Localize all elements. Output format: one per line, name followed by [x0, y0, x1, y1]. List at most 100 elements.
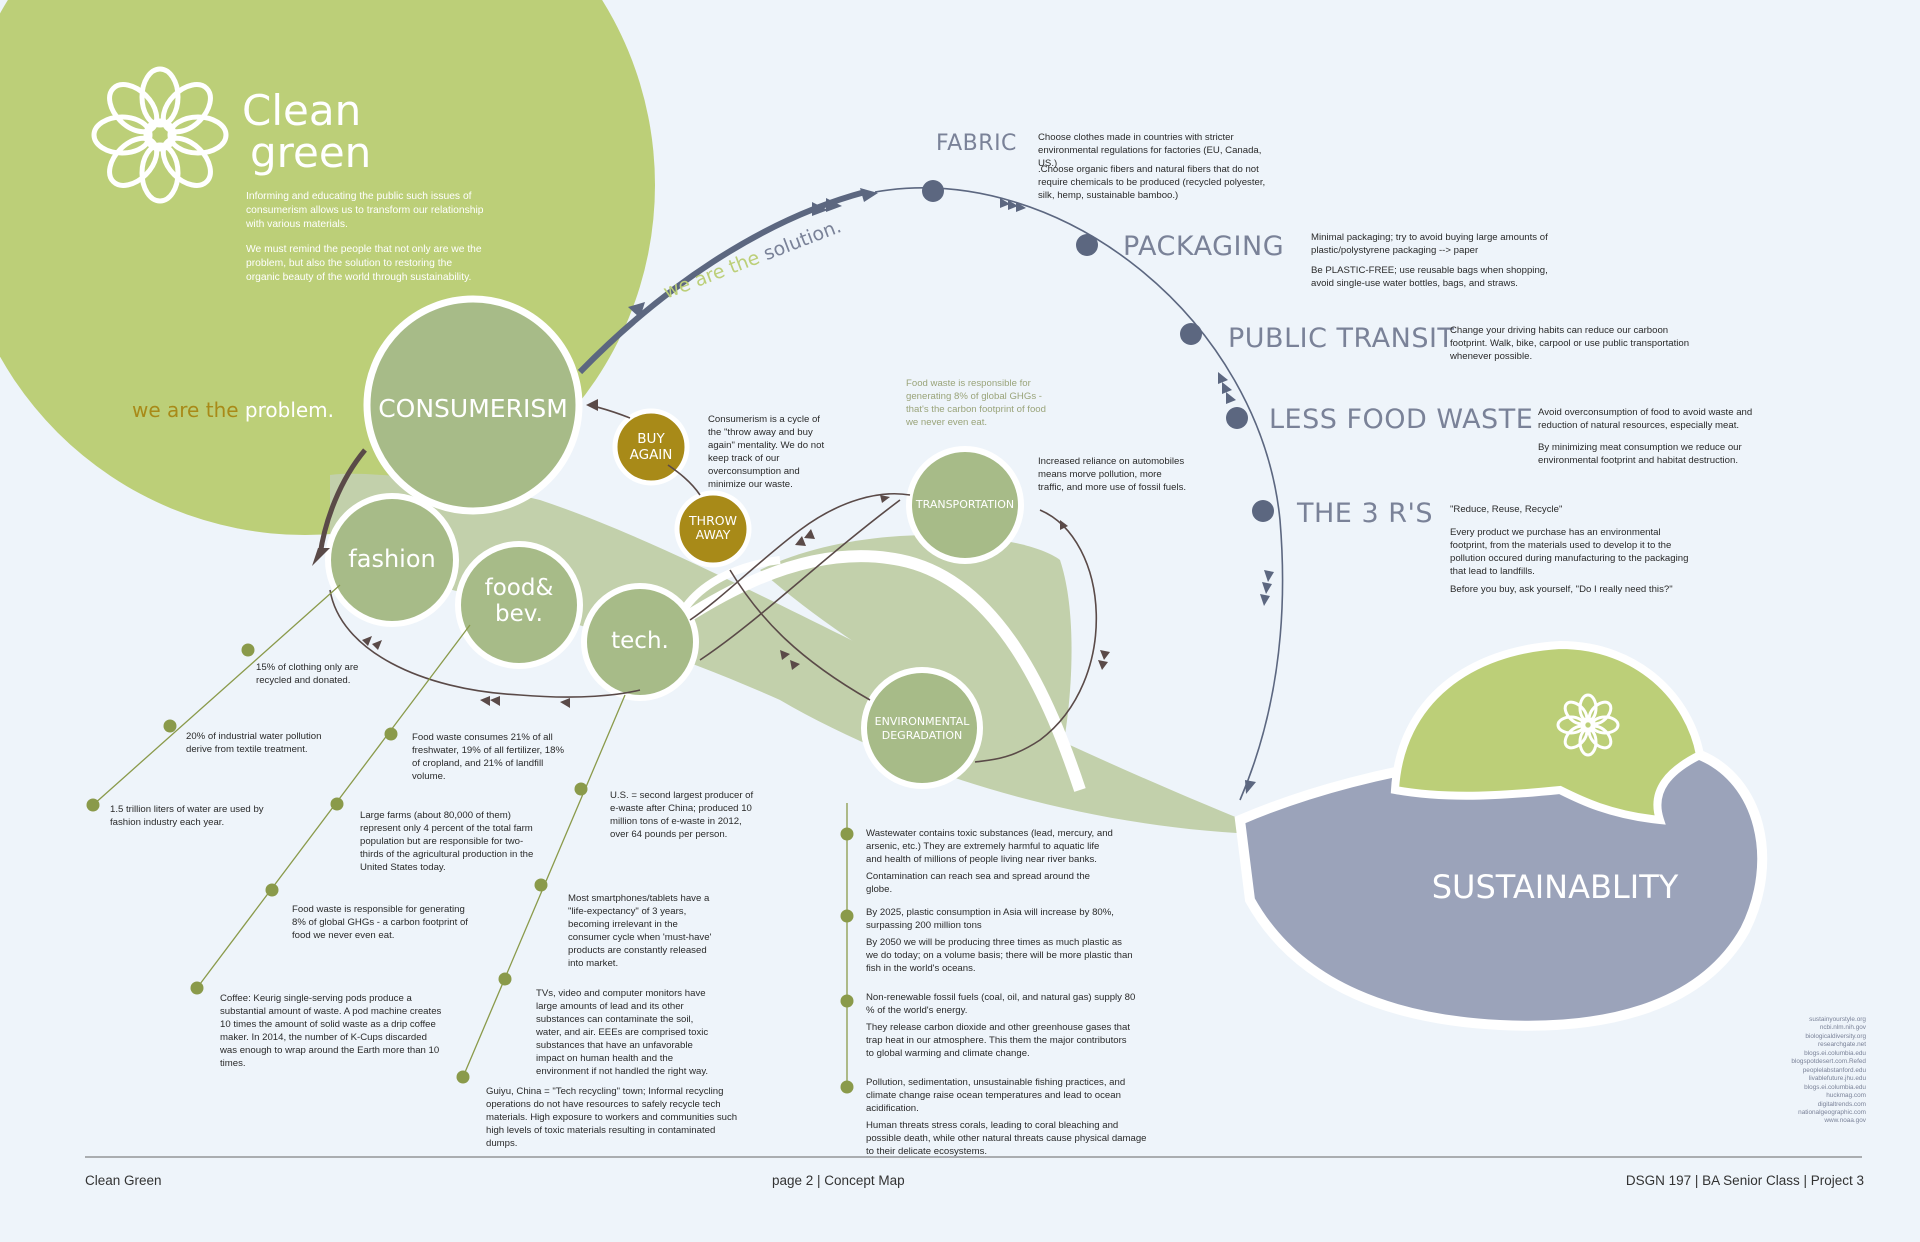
fabric-dot[interactable] — [922, 180, 944, 202]
solution-packaging-p1: Minimal packaging; try to avoid buying l… — [1311, 232, 1548, 256]
source-item: blogs.ei.columbia.edu — [1804, 1049, 1866, 1057]
env-fact-2b: By 2050 we will be producing three times… — [866, 936, 1133, 974]
food-ghg-note: Food waste is responsible for generating… — [906, 378, 1046, 428]
solution-foodwaste-p1: Avoid overconsumption of food to avoid w… — [1538, 407, 1753, 431]
source-item: digitaltrends.com — [1817, 1100, 1866, 1108]
flow-leaf-lower — [760, 535, 1072, 760]
brand-intro-p1: Informing and educating the public such … — [246, 191, 484, 230]
fashion-fact-line — [92, 584, 341, 806]
cycle-arrow-lower-2 — [699, 499, 901, 661]
transport-note: Increased reliance on automobiles means … — [1038, 456, 1187, 493]
env-degradation-circle[interactable] — [861, 667, 983, 789]
buy-again-line2: AGAIN — [629, 446, 673, 463]
env-fact-2a: By 2025, plastic consumption in Asia wil… — [866, 907, 1114, 931]
fact-dot — [498, 972, 512, 986]
solution-3rs-p2: Every product we purchase has an environ… — [1450, 527, 1689, 577]
fact-dot — [241, 643, 255, 657]
transport-to-env-arrow — [974, 509, 1098, 763]
sustainability-label: SUSTAINABLITY — [1431, 868, 1679, 906]
env-fact-4a: Pollution, sedimentation, unsustainable … — [866, 1077, 1126, 1114]
fashion-fact-1: 15% of clothing only are recycled and do… — [256, 662, 359, 686]
source-item: peoplelabstanford.edu — [1802, 1066, 1866, 1074]
env-fact-4: Pollution, sedimentation, unsustainable … — [866, 1077, 1156, 1159]
brand-title-line2: green — [250, 128, 372, 177]
env-degradation-label: ENVIRONMENTAL DEGRADATION — [860, 715, 984, 743]
arc-chevrons — [1000, 198, 1274, 794]
throw-to-buy-arrow — [667, 464, 701, 496]
food-label: food& bev. — [458, 575, 580, 628]
buy-again-line1: BUY — [637, 431, 665, 447]
env-to-throw-arrow — [729, 569, 871, 701]
fashion-fact-2: 20% of industrial water pollution derive… — [186, 731, 322, 755]
footer-center: page 2 | Concept Map — [772, 1173, 905, 1188]
fashion-circle[interactable] — [325, 493, 459, 627]
throw-away-line1: THROW — [689, 513, 737, 528]
throw-away-line2: AWAY — [695, 527, 731, 543]
arrowhead — [628, 302, 645, 318]
env-fact-3: Non-renewable fossil fuels (coal, oil, a… — [866, 992, 1136, 1061]
fact-dot — [456, 1070, 470, 1084]
fact-dot — [265, 883, 279, 897]
consumerism-note: Consumerism is a cycle of the "throw awa… — [708, 414, 825, 490]
fact-dot — [86, 798, 100, 812]
packaging-dot[interactable] — [1076, 234, 1098, 256]
source-item: www.noaa.gov — [1824, 1117, 1866, 1125]
env-fact-1: Wastewater contains toxic substances (le… — [866, 828, 1116, 897]
solution-packaging-p2: Be PLASTIC-FREE; use reusable bags when … — [1311, 265, 1548, 289]
env-fact-1b: Contamination can reach sea and spread a… — [866, 870, 1091, 895]
env-fact-3b: They release carbon dioxide and other gr… — [866, 1021, 1131, 1059]
fact-dot — [330, 797, 344, 811]
cycle-chevrons — [362, 495, 1110, 708]
transportation-circle[interactable] — [906, 446, 1024, 564]
brand-intro-p2: We must remind the people that not only … — [246, 244, 482, 283]
solution-3rs-title[interactable]: THE 3 R'S — [1297, 498, 1434, 529]
fact-dot — [840, 909, 854, 923]
sources-list: sustainyourstyle.org ncbi.nlm.nih.gov bi… — [1700, 1016, 1866, 1126]
source-item: blogs.ei.columbia.edu — [1804, 1083, 1866, 1091]
tech-circle[interactable] — [581, 583, 699, 701]
brand-title-line1: Clean — [242, 86, 362, 135]
tech-label: tech. — [611, 628, 669, 654]
fact-dot — [384, 727, 398, 741]
food-fact-1: Food waste consumes 21% of all freshwate… — [412, 732, 564, 782]
throw-away-label: THROW AWAY — [677, 513, 749, 543]
solution-arrow — [577, 189, 866, 375]
food-waste-dot[interactable] — [1226, 407, 1248, 429]
solution-packaging-title[interactable]: PACKAGING — [1123, 231, 1285, 262]
solution-foodwaste-p2: By minimizing meat consumption we reduce… — [1538, 442, 1742, 466]
throw-away-circle[interactable] — [674, 490, 752, 568]
env-fact-4b: Human threats stress corals, leading to … — [866, 1119, 1147, 1157]
public-transit-dot[interactable] — [1180, 323, 1202, 345]
source-item: researchgate.net — [1818, 1041, 1866, 1049]
solution-transit-title[interactable]: PUBLIC TRANSIT — [1228, 323, 1455, 354]
flow-white-ribbon — [596, 550, 1086, 792]
footer-left: Clean Green — [85, 1173, 162, 1188]
source-item: nationalgeographic.com — [1798, 1108, 1866, 1116]
fashion-label: fashion — [348, 545, 436, 573]
solution-foodwaste-title[interactable]: LESS FOOD WASTE — [1269, 404, 1534, 435]
food-label-line1: food& — [484, 575, 554, 601]
footer-right: DSGN 197 | BA Senior Class | Project 3 — [1625, 1173, 1864, 1188]
consumerism-circle[interactable] — [363, 295, 583, 515]
source-item: ncbi.nlm.nih.gov — [1819, 1024, 1866, 1032]
source-item: huckmag.com — [1826, 1092, 1866, 1100]
env-fact-2: By 2025, plastic consumption in Asia wil… — [866, 907, 1136, 976]
source-item: biologicaldiversity.org — [1805, 1032, 1866, 1040]
arrowhead — [826, 198, 842, 212]
problem-prefix: we are the — [132, 398, 239, 422]
food-fact-3: Food waste is responsible for generating… — [292, 904, 468, 941]
env-fact-1a: Wastewater contains toxic substances (le… — [866, 828, 1113, 865]
solution-fabric-title[interactable]: FABRIC — [936, 131, 1017, 156]
problem-slogan: we are the problem. — [132, 397, 334, 424]
fact-dot — [163, 719, 177, 733]
three-rs-dot[interactable] — [1252, 500, 1274, 522]
buy-again-label: BUY AGAIN — [615, 431, 687, 463]
env-label-line2: DEGRADATION — [881, 728, 963, 742]
source-item: sustainyourstyle.org — [1809, 1016, 1866, 1023]
fact-dot — [534, 878, 548, 892]
solution-fabric-p1: Choose clothes made in countries with st… — [1038, 132, 1262, 169]
food-circle[interactable] — [455, 541, 583, 669]
tech-fact-3: TVs, video and computer monitors have la… — [536, 988, 709, 1077]
tech-fact-1: U.S. = second largest producer of e-wast… — [610, 790, 754, 840]
source-item: livablefuture.jhu.edu — [1808, 1075, 1866, 1083]
